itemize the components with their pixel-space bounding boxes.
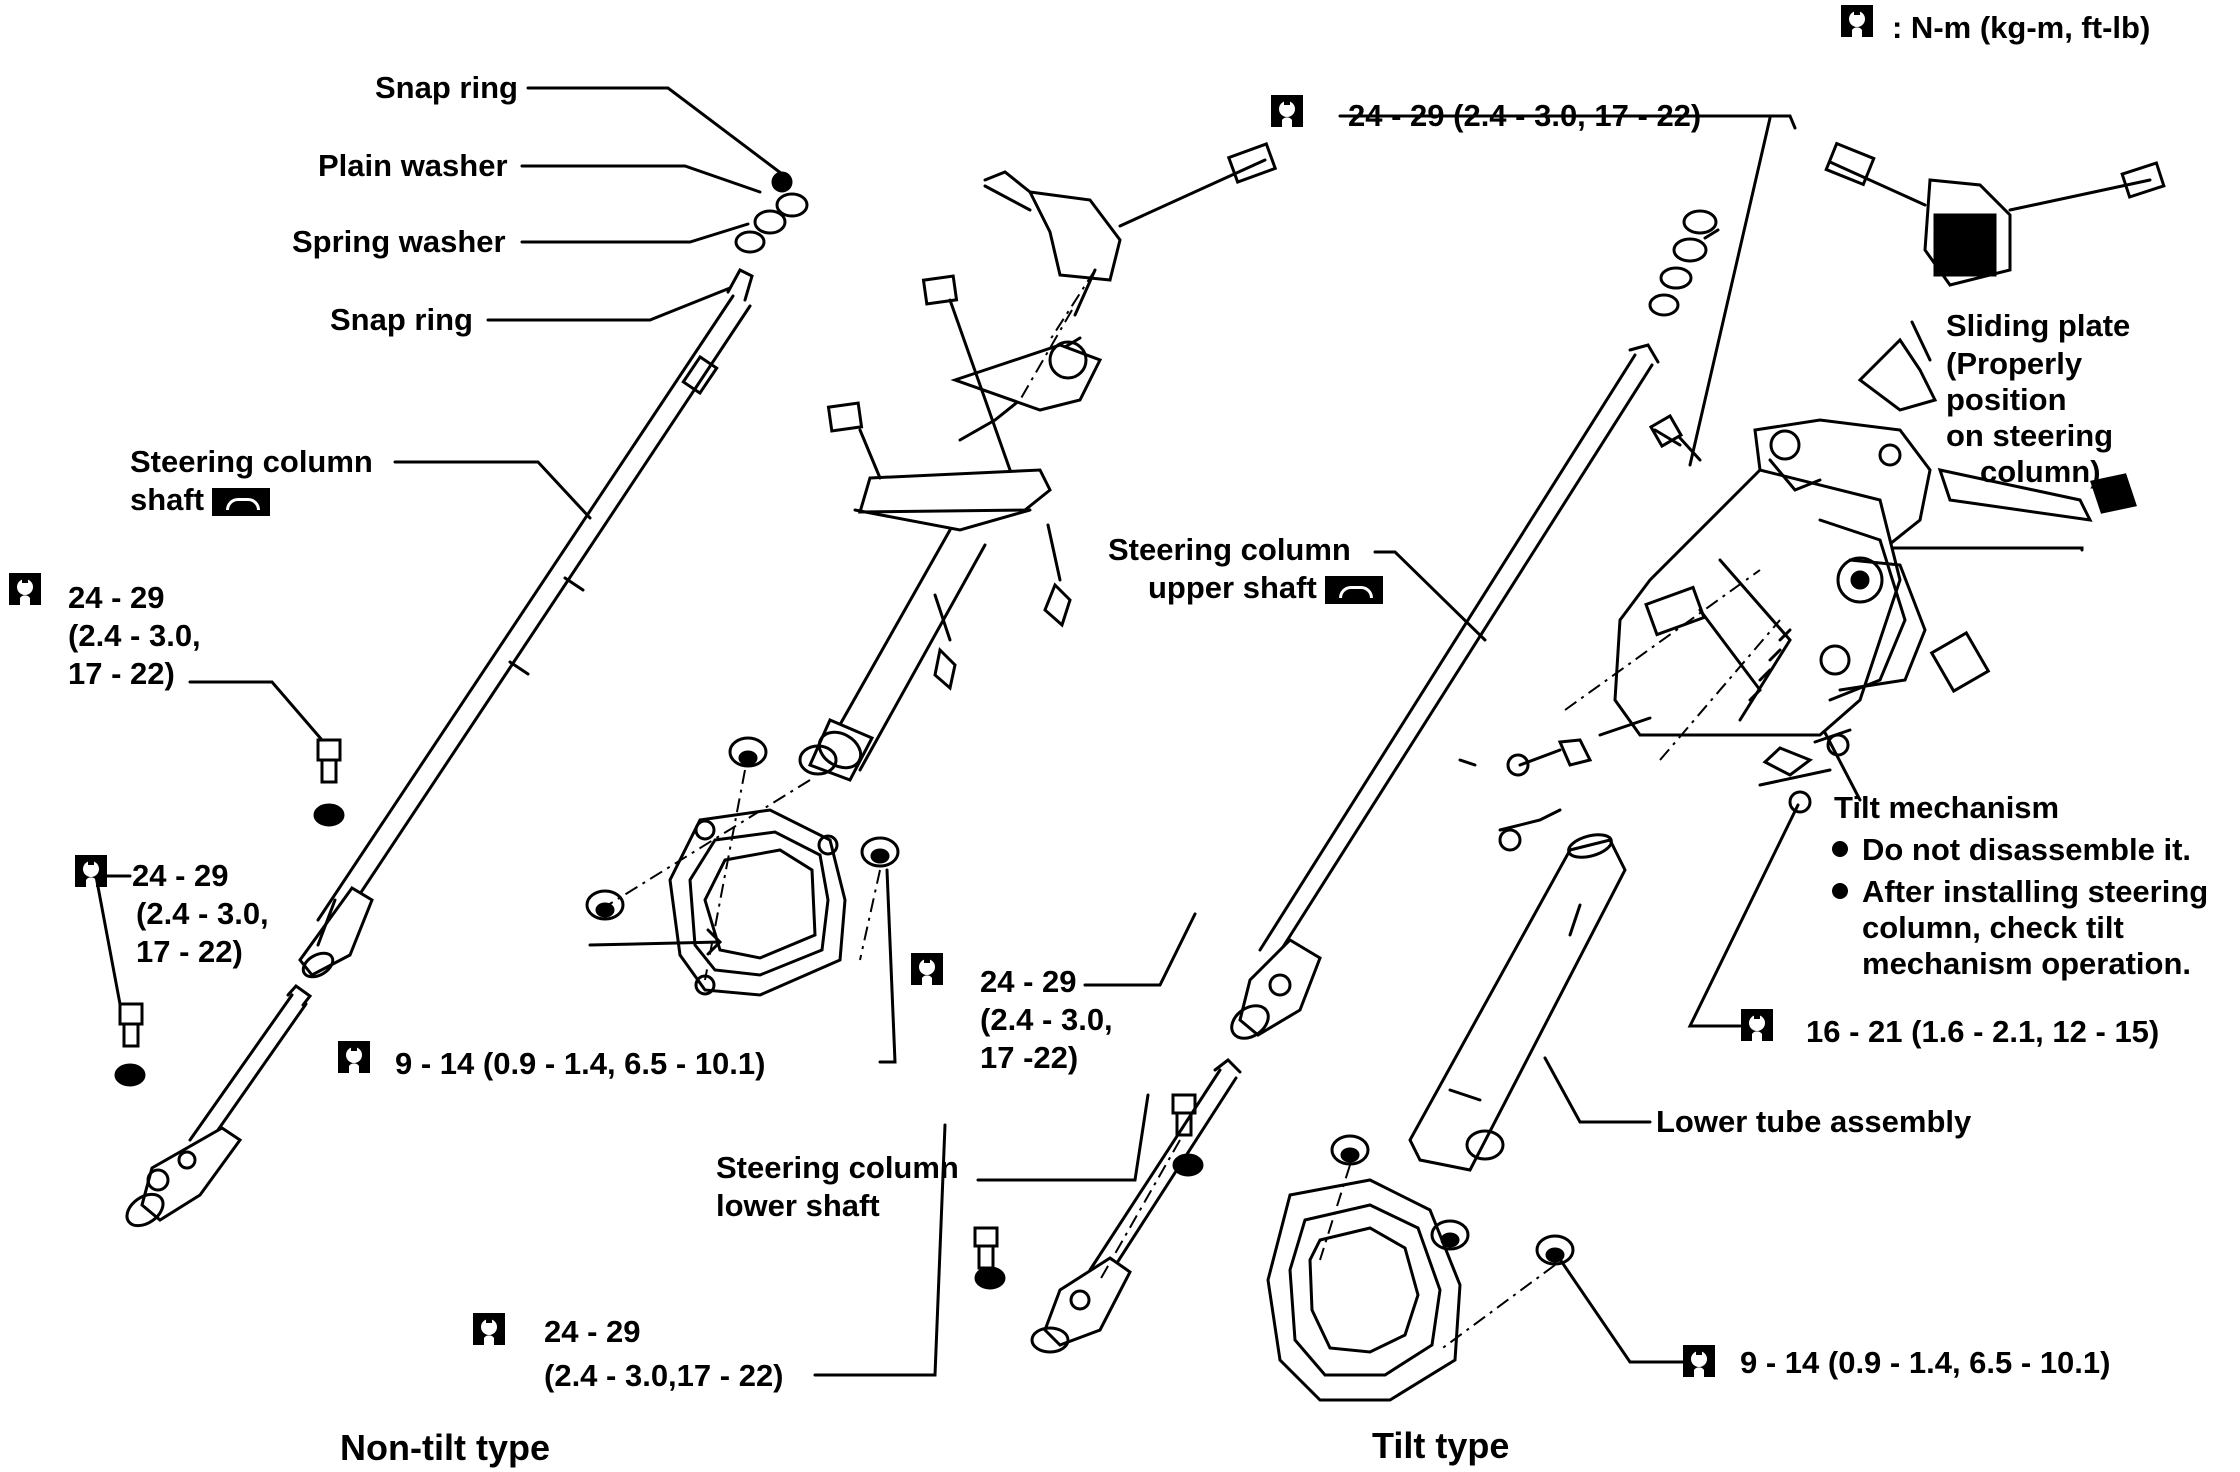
spring-washer-label: Spring washer: [292, 224, 506, 259]
torque-e-line1: 24 - 29: [544, 1314, 641, 1349]
tilt-mechanism-body: [1498, 320, 2137, 852]
tilt-switch-assembly: [1824, 141, 2166, 287]
tilt-note-2-line3: mechanism operation.: [1862, 946, 2192, 981]
non-tilt-lower-shaft: [125, 983, 313, 1228]
torque-a-line3: 17 - 22): [68, 656, 175, 691]
special-tool-icon: [212, 487, 271, 516]
special-tool-icon: [1324, 575, 1383, 604]
non-tilt-type-caption: Non-tilt type: [340, 1427, 550, 1468]
tilt-note-1: Do not disassemble it.: [1832, 832, 2191, 868]
torque-b-line2: (2.4 - 3.0,: [136, 896, 269, 931]
torque-a-line2: (2.4 - 3.0,: [68, 618, 201, 653]
torque-16-21-label: 16 - 21 (1.6 - 2.1, 12 - 15): [1806, 1014, 2160, 1049]
non-tilt-housing: [585, 736, 900, 997]
tilt-mechanism-label: Tilt mechanism: [1834, 790, 2060, 825]
steering-column-shaft-label-line1: Steering column: [130, 444, 373, 479]
torque-d-line1: 24 - 29: [980, 964, 1077, 999]
torque-e-line2: (2.4 - 3.0,17 - 22): [544, 1358, 784, 1393]
tilt-upper-shaft: [1230, 209, 1720, 1040]
torque-top-label: 24 - 29 (2.4 - 3.0, 17 - 22): [1348, 98, 1702, 133]
tilt-note-2-line1: After installing steering: [1832, 874, 2208, 910]
non-tilt-shaft: [298, 268, 754, 979]
upper-shaft-label-line2: upper shaft: [1148, 570, 1383, 606]
leader-lines-left: [94, 86, 2084, 1377]
torque-a-line1: 24 - 29: [68, 580, 165, 615]
dash-dot-centerlines: [599, 269, 1781, 1351]
sliding-plate-line1: Sliding plate: [1946, 308, 2131, 343]
non-tilt-column-tube: [807, 142, 1278, 782]
sliding-plate-line4: on steering: [1946, 418, 2114, 453]
lower-shaft-label-line1: Steering column: [716, 1150, 959, 1185]
lower-shaft-label-line2: lower shaft: [716, 1188, 880, 1223]
non-tilt-bolts: [114, 171, 809, 1087]
tilt-lower-tube: [1266, 833, 1627, 1402]
snap-ring-bottom-label: Snap ring: [330, 302, 473, 337]
torque-b-line3: 17 - 22): [136, 934, 243, 969]
lower-tube-assembly-label: Lower tube assembly: [1656, 1104, 1972, 1139]
bullet-icon: [1832, 840, 1848, 857]
bullet-icon: [1832, 882, 1848, 899]
steering-column-shaft-label-line2: shaft: [130, 482, 271, 518]
torque-b-line1: 24 - 29: [132, 858, 229, 893]
sliding-plate-line2: (Properly: [1946, 346, 2083, 381]
torque-c-label: 9 - 14 (0.9 - 1.4, 6.5 - 10.1): [395, 1046, 766, 1081]
upper-shaft-label-line1: Steering column: [1108, 532, 1351, 567]
sliding-plate-line5: column): [1980, 454, 2101, 489]
torque-9-14-right-label: 9 - 14 (0.9 - 1.4, 6.5 - 10.1): [1740, 1345, 2111, 1380]
snap-ring-top-label: Snap ring: [375, 70, 518, 105]
tilt-type-caption: Tilt type: [1372, 1425, 1510, 1466]
tilt-lower-shaft: [973, 1058, 1242, 1354]
plain-washer-label: Plain washer: [318, 148, 508, 183]
torque-d-line3: 17 -22): [980, 1040, 1079, 1075]
sliding-plate-line3: position: [1946, 382, 2067, 417]
legend-units-label: : N-m (kg-m, ft-lb): [1892, 10, 2151, 45]
tilt-note-2-line2: column, check tilt: [1862, 910, 2124, 945]
torque-d-line2: (2.4 - 3.0,: [980, 1002, 1113, 1037]
